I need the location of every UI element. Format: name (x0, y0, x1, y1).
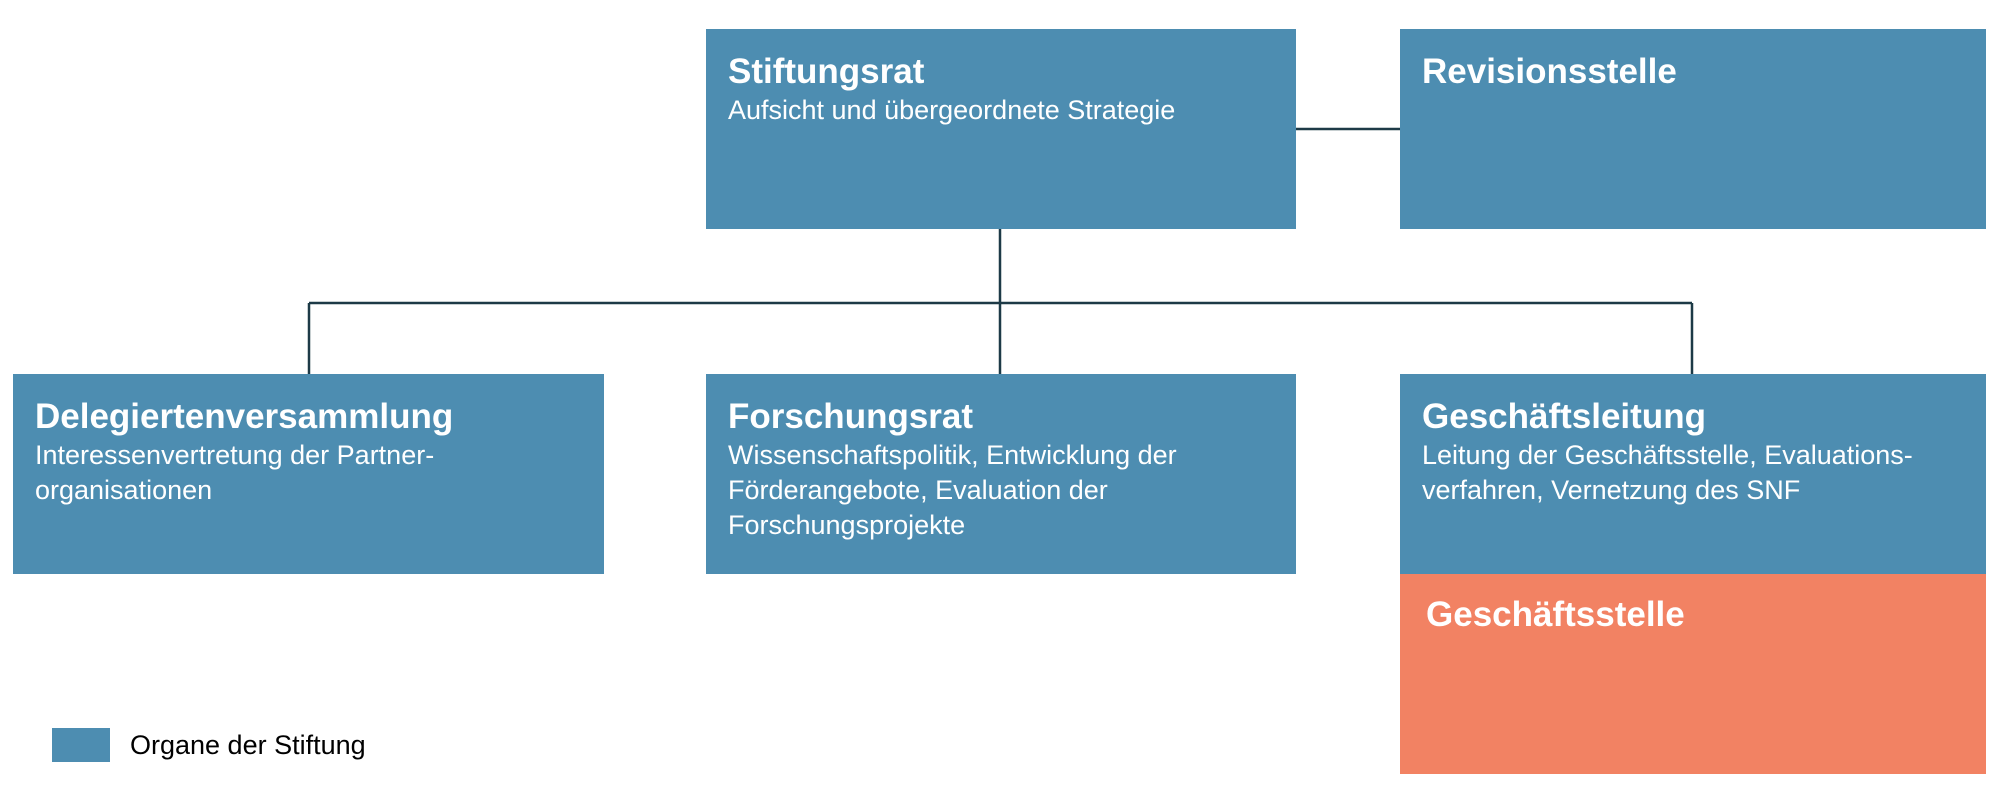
stiftungsrat-description: Aufsicht und übergeordnete Strategie (728, 95, 1176, 125)
legend: Organe der Stiftung (52, 728, 366, 762)
box-revisionsstelle: Revisionsstelle (1400, 29, 1986, 229)
geschaeftsstelle-title: Geschäftsstelle (1426, 595, 1685, 634)
box-geschaeftsstelle: Geschäftsstelle (1400, 574, 1986, 774)
legend-label: Organe der Stiftung (130, 729, 366, 760)
delegiertenversammlung-title: Delegiertenversammlung (35, 397, 454, 436)
geschaeftsleitung-description: Leitung der Geschäftsstelle, Evaluations… (1422, 440, 1913, 505)
forschungsrat-title: Forschungsrat (728, 397, 974, 436)
stiftungsrat-title: Stiftungsrat (728, 52, 925, 91)
forschungsrat-description: Wissenschaftspolitik, Entwicklung der Fö… (728, 440, 1177, 540)
geschaeftsleitung-title: Geschäftsleitung (1422, 397, 1706, 436)
box-geschaeftsleitung: Geschäftsleitung Leitung der Geschäftsst… (1400, 374, 1986, 574)
revisionsstelle-title: Revisionsstelle (1422, 52, 1677, 91)
box-forschungsrat: Forschungsrat Wissenschaftspolitik, Entw… (706, 374, 1296, 574)
delegiertenversammlung-description: Interessenvertretung der Partner- organi… (35, 440, 435, 505)
box-delegiertenversammlung: Delegiertenversammlung Interessenvertret… (13, 374, 604, 574)
box-stiftungsrat: Stiftungsrat Aufsicht und übergeordnete … (706, 29, 1296, 229)
legend-swatch-organ (52, 728, 110, 762)
